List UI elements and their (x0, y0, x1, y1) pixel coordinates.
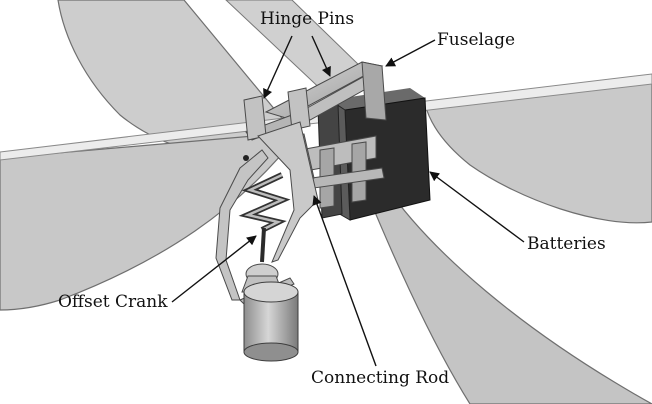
label-fuselage: Fuselage (437, 30, 516, 50)
label-batteries: Batteries (527, 234, 606, 254)
leader-offset-crank (171, 235, 257, 303)
label-connecting-rod: Connecting Rod (311, 368, 450, 388)
wing-right (424, 81, 652, 224)
label-hinge-pins: Hinge Pins (260, 9, 355, 29)
leader-connecting-rod (312, 195, 377, 367)
leader-fuselage (385, 39, 436, 67)
offset-crank-part (238, 172, 291, 263)
leader-batteries (429, 171, 525, 243)
motor (241, 263, 299, 362)
leader-hinge-pins-right (311, 35, 331, 77)
leader-lines (171, 35, 525, 367)
fuselage-frame (215, 61, 387, 307)
wing-left-lower (0, 131, 302, 311)
leader-hinge-pins-left (263, 35, 293, 99)
label-offset-crank: Offset Crank (58, 292, 168, 312)
